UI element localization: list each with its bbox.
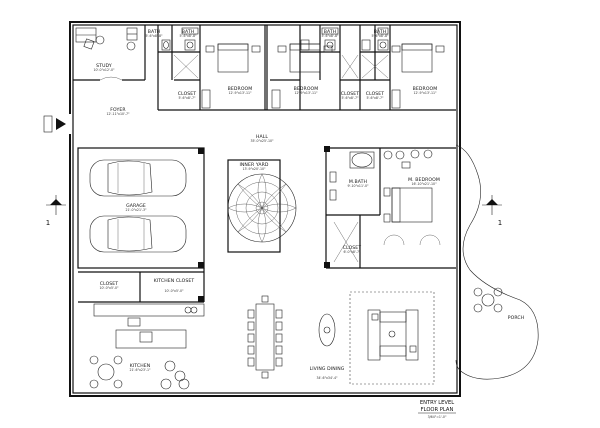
master-suite-walls <box>324 146 456 269</box>
lower-closets <box>78 268 205 303</box>
inner-yard-dim: 13'-9"x20'-10" <box>242 167 266 171</box>
bath4-dim: 5'-6"x8'-8" <box>372 34 390 38</box>
inner-yard-label: INNER YARD <box>239 162 268 168</box>
closet1-dim: 5'-6"x8'-7" <box>179 96 197 100</box>
study-dim: 10'-0"x12'-0" <box>93 68 115 72</box>
foyer-dim: 12'-11"x10'-7" <box>106 112 130 116</box>
kitchen-closet-dim: 10'-0"x5'-0" <box>164 289 184 293</box>
bath2-dim: 5'-6"x8'-8" <box>180 34 198 38</box>
bath4-label: BATH <box>374 29 387 35</box>
kitchen-label: KITCHEN <box>130 363 151 369</box>
section-left-label: 1 <box>46 219 50 227</box>
section-mark-left <box>46 195 66 215</box>
closet-garage-label: CLOSET <box>100 281 119 287</box>
garage-walls <box>77 147 205 269</box>
bath2-label: BATH <box>182 29 195 35</box>
master-bath-fixtures <box>329 150 405 201</box>
bedroom3-label: BEDROOM <box>413 86 438 92</box>
bedroom1-dim: 12'-9"x13'-11" <box>228 91 252 95</box>
kitchen-closet-label: KITCHEN CLOSET <box>154 278 195 284</box>
bedroom1-label: BEDROOM <box>228 86 253 92</box>
sheet-title-line2: FLOOR PLAN <box>421 407 454 413</box>
master-closet <box>333 221 359 263</box>
hall-dim: 35'-0"x25'-10" <box>250 139 274 143</box>
closet3-dim: 5'-6"x8'-7" <box>367 96 385 100</box>
sheet-title-line1: ENTRY LEVEL <box>420 400 454 406</box>
kitchen-table <box>89 355 190 390</box>
closet2-label: CLOSET <box>341 91 360 97</box>
bath3-label: BATH <box>324 29 337 35</box>
kitchen-counters <box>93 303 205 349</box>
foyer-label: FOYER <box>110 107 126 113</box>
foyer-entry <box>43 114 72 134</box>
living-dining-label: LIVING DINING <box>310 366 345 372</box>
sheet-title-scale: 3/64"=1'-0" <box>428 415 447 419</box>
bath-fixtures <box>161 27 389 79</box>
closet2-dim: 5'-6"x8'-7" <box>342 96 360 100</box>
porch-label: PORCH <box>508 315 525 321</box>
m-bath-label: M.BATH <box>349 179 367 185</box>
inner-yard <box>227 159 297 253</box>
study-label: STUDY <box>96 63 112 69</box>
master-bed <box>383 149 441 246</box>
section-right-label: 1 <box>498 219 502 227</box>
top-wing-walls <box>73 25 456 111</box>
bedroom2-dim: 12'-9"x13'-11" <box>294 91 318 95</box>
closet3-label: CLOSET <box>366 91 385 97</box>
m-bedroom-dim: 16'-10"x21'-10" <box>411 182 437 186</box>
bath1-label: BATH <box>148 29 161 35</box>
hall-label: HALL <box>256 134 268 140</box>
bedroom-beds <box>201 43 445 109</box>
section-mark-right <box>482 195 502 215</box>
bath3-dim: 5'-6"x8'-8" <box>322 34 340 38</box>
kitchen-dim: 21'-6"x23'-1" <box>129 368 151 372</box>
living-dining-dim: 34'-6"x34'-4" <box>316 376 338 380</box>
living-area <box>318 291 435 385</box>
bedroom3-dim: 12'-9"x13'-11" <box>413 91 437 95</box>
closet-garage-dim: 10'-0"x5'-0" <box>99 286 119 290</box>
m-closet-label: CLOSET <box>343 245 362 251</box>
m-bedroom-label: M. BEDROOM <box>408 177 440 183</box>
dining-table <box>247 295 283 379</box>
closet1-label: CLOSET <box>178 91 197 97</box>
garage-label: GARAGE <box>126 203 146 209</box>
porch-outline <box>455 144 539 380</box>
m-closet-dim: 6'-0"x8'-7" <box>344 250 362 254</box>
bedroom2-label: BEDROOM <box>294 86 319 92</box>
study-desk <box>75 27 138 51</box>
garage-dim: 21'-0"x21'-3" <box>125 208 147 212</box>
m-bath-dim: 9'-10"x11'-0" <box>347 184 369 188</box>
bath1-dim: 5'-6"x8'-8" <box>146 34 164 38</box>
garage-cars <box>89 159 187 253</box>
